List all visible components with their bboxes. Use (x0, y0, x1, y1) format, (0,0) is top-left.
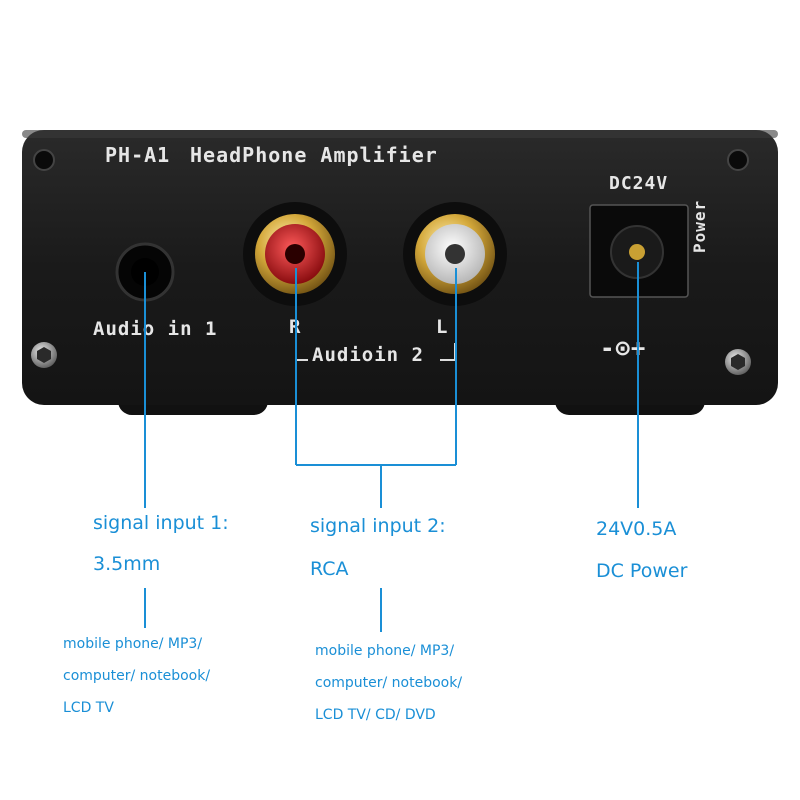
input-1-devices: mobile phone/ MP3/ computer/ notebook/ L… (63, 628, 210, 724)
audio-in-1-label: Audio in 1 (93, 318, 218, 340)
dc-power-jack (589, 204, 689, 298)
model-label: PH-A1 (105, 143, 171, 167)
rca-jack-left-white (403, 202, 507, 306)
input-2-device-line: mobile phone/ MP3/ (315, 643, 455, 659)
power-title: 24V0.5A (596, 518, 677, 540)
input-1-spec: 3.5mm (93, 553, 161, 575)
amplifier-photo (22, 130, 778, 415)
input-1-device-line: mobile phone/ MP3/ (63, 636, 203, 652)
input-2-title: signal input 2: (310, 515, 446, 537)
screw-bottom-left (31, 342, 57, 368)
product-label: HeadPhone Amplifier (190, 143, 438, 167)
screw-bottom-right (725, 349, 751, 375)
power-label: Power (690, 199, 709, 253)
dc-voltage-label: DC24V (609, 173, 669, 194)
input-2-device-line: LCD TV/ CD/ DVD (315, 707, 436, 723)
screw-hole-top-left (33, 149, 55, 171)
screw-hole-top-right (727, 149, 749, 171)
input-1-device-line: LCD TV (63, 700, 114, 716)
polarity-symbol: -⊙+ (600, 334, 647, 362)
r-label: R (289, 316, 302, 338)
power-spec: DC Power (596, 560, 688, 582)
input-2-devices: mobile phone/ MP3/ computer/ notebook/ L… (315, 635, 462, 731)
input-2-spec: RCA (310, 558, 349, 580)
rca-jack-right-red (243, 202, 347, 306)
audio-in-2-label: Audioin 2 (312, 344, 424, 366)
input-1-device-line: computer/ notebook/ (63, 668, 211, 684)
input-1-title: signal input 1: (93, 512, 229, 534)
input-2-device-line: computer/ notebook/ (315, 675, 463, 691)
l-label: L (436, 316, 449, 338)
headphone-jack-input-1 (115, 242, 175, 302)
